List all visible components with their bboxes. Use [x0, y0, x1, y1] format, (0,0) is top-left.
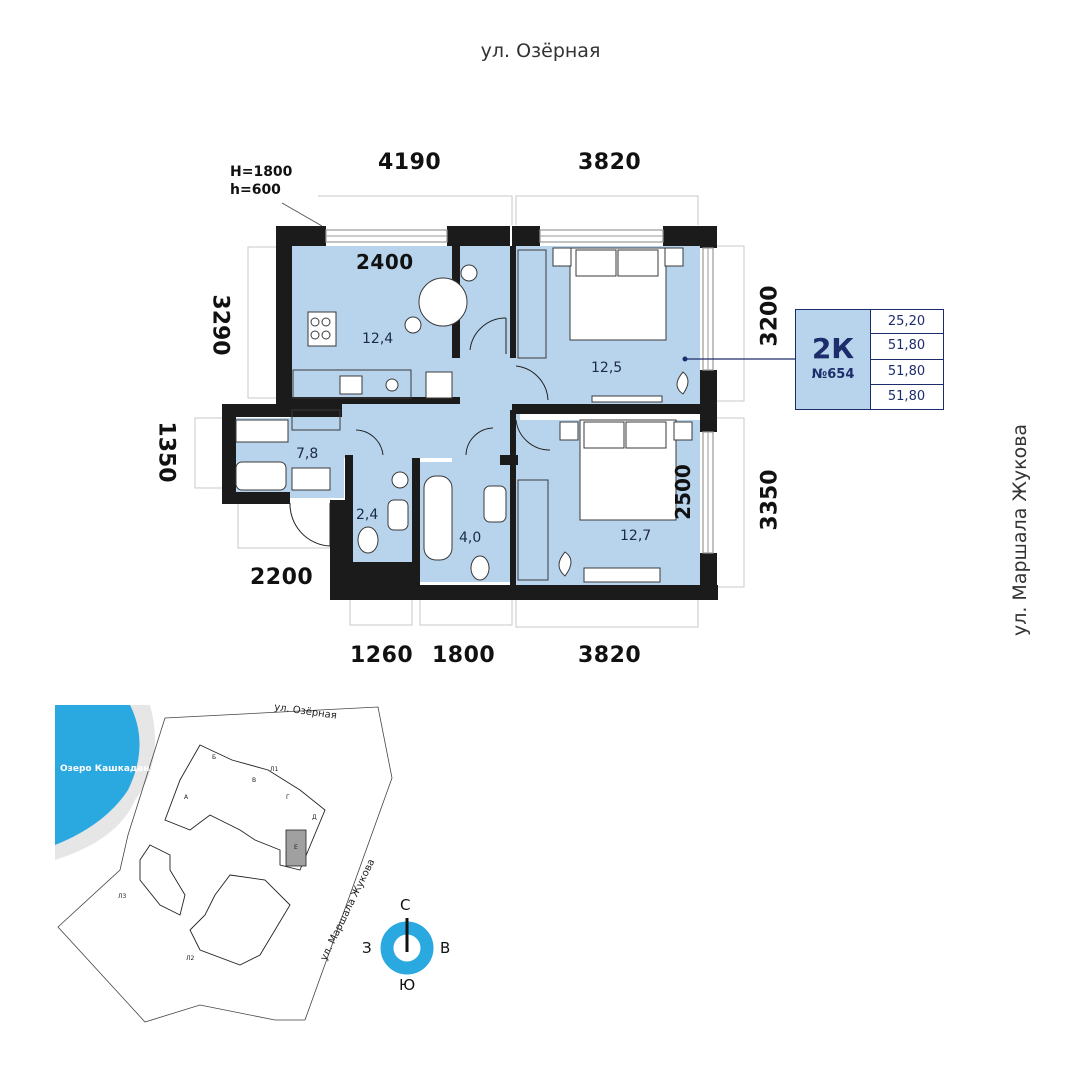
dim-right-upper: 3200	[757, 285, 783, 347]
room-bedroom-top-area: 12,5	[591, 360, 623, 376]
compass-east: В	[440, 939, 451, 957]
dim-bottom-3: 3820	[578, 643, 642, 668]
building-label: Л1	[270, 766, 279, 773]
apartment-area-list: 25,20 51,80 51,80 51,80	[870, 309, 944, 410]
street-right-label: ул. Маршала Жукова	[1009, 423, 1031, 637]
buildings	[139, 744, 326, 966]
apartment-type: 2К	[811, 332, 855, 365]
dim-left-upper: 3290	[207, 294, 233, 356]
dim-left-lower: 1350	[153, 421, 179, 483]
room-fills	[236, 246, 700, 585]
apartment-info-box: 2К №654 25,20 51,80 51,80 51,80	[795, 309, 944, 410]
compass-south: Ю	[399, 976, 416, 994]
apartment-area-value: 51,80	[870, 334, 944, 360]
window-height-H: H=1800	[230, 164, 293, 180]
dimension-guides	[194, 195, 745, 628]
apartment-number: №654	[811, 367, 855, 382]
section-label: А	[184, 794, 189, 801]
apartment-area-value: 51,80	[870, 359, 944, 385]
room-bedroom-bottom-area: 12,7	[620, 528, 652, 544]
compass	[380, 918, 434, 975]
walls	[222, 226, 718, 600]
section-label: Д	[312, 814, 317, 821]
lake-label: Озеро Кашкадан	[60, 764, 150, 774]
section-label: Б	[212, 754, 217, 761]
furniture	[235, 247, 693, 583]
section-label: Г	[286, 794, 290, 801]
dim-top-right: 3820	[578, 150, 642, 175]
building-label: Л3	[118, 893, 127, 900]
compass-west: З	[362, 939, 372, 957]
section-label: В	[252, 777, 257, 784]
building-label: Л2	[186, 955, 195, 962]
window-glass-lines	[326, 235, 709, 553]
dim-top-left: 4190	[378, 150, 442, 175]
dim-bottom-left: 2200	[250, 565, 314, 590]
apartment-area-value: 25,20	[870, 309, 944, 335]
room-wc-area: 2,4	[356, 507, 379, 523]
room-bath-area: 4,0	[459, 530, 482, 546]
room-hall-area: 7,8	[296, 446, 319, 462]
lake	[55, 705, 140, 845]
dim-bottom-2: 1800	[432, 643, 496, 668]
highlighted-section	[285, 829, 307, 867]
section-label: Е	[294, 844, 298, 851]
window-height-h: h=600	[230, 182, 281, 198]
apartment-area-value: 51,80	[870, 384, 944, 410]
street-top-label: ул. Озёрная	[480, 40, 601, 62]
dim-right-lower: 3350	[757, 469, 783, 531]
dim-bottom-1: 1260	[350, 643, 414, 668]
site-map	[55, 705, 393, 1023]
apartment-type-cell: 2К №654	[795, 309, 871, 410]
room-kitchen-area: 12,4	[362, 331, 394, 347]
doors	[289, 317, 551, 547]
compass-north: С	[400, 896, 411, 914]
dim-bedroom-inner: 2500	[671, 464, 695, 520]
plant-icons	[558, 371, 689, 577]
dim-kitchen-inner: 2400	[356, 250, 414, 274]
